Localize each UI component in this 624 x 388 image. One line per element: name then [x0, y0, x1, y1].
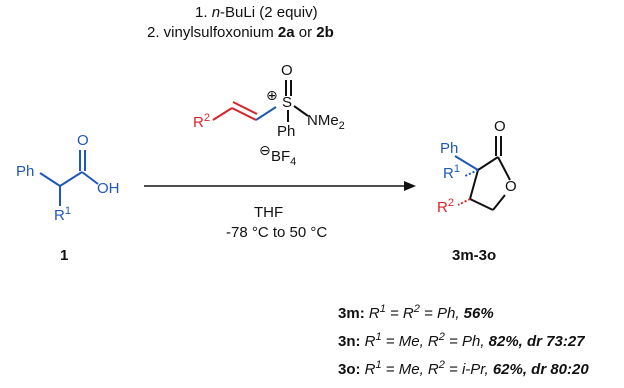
product-r2: R2 [437, 197, 454, 217]
reagent-r2-text: R [193, 114, 204, 131]
compound-label-1: 1 [60, 247, 69, 264]
condition-step-2: 2. vinylsulfoxonium 2a or 2b [147, 24, 334, 42]
result-rest: = Ph, [444, 333, 489, 350]
bond-ch2-c4 [469, 198, 494, 211]
product-ring-oxygen: O [505, 178, 517, 195]
bond-vinyl-double-a [231, 107, 257, 121]
product-carbonyl-oxygen: O [494, 118, 506, 135]
compound-label-3m-3o: 3m-3o [452, 247, 497, 264]
reagent-nme2-sub: 2 [338, 120, 345, 132]
bond-c4-r2 [457, 198, 471, 206]
bond-c-oh [81, 171, 99, 185]
reagent-oxygen: O [281, 62, 293, 79]
result-r-label: R [360, 361, 376, 378]
counterion-bf4-sub: 4 [290, 156, 297, 168]
sm-phenyl: Ph [16, 163, 35, 180]
result-id: 3n [338, 333, 356, 350]
result-r1-sup: 1 [375, 331, 382, 343]
result-rest: = i-Pr, [444, 361, 493, 378]
result-yield: 56% [463, 305, 494, 322]
condition-step-1-reagent: n [211, 4, 221, 21]
result-id: 3m [338, 305, 360, 322]
result-r-label: R [360, 333, 376, 350]
result-yield: 82%, dr 73:27 [488, 333, 585, 350]
result-id-suffix: : [359, 305, 365, 322]
result-yield: 62%, dr 80:20 [492, 361, 589, 378]
reagent-label-2a: 2a [277, 24, 295, 41]
bond-ph-ch [39, 172, 61, 187]
reagent-nme2: NMe2 [307, 112, 345, 132]
result-id: 3o [338, 361, 356, 378]
reaction-arrow [144, 181, 416, 191]
counterion-charge-minus: ⊖ [259, 142, 271, 158]
result-r2-sup: 2 [413, 303, 420, 315]
counterion-bf4-text: BF [271, 148, 291, 165]
sm-r1: R1 [54, 205, 71, 225]
temperature-label: -78 °C to 50 °C [226, 224, 328, 241]
result-r-label: R [364, 305, 380, 322]
result-eq: = Me, R [381, 361, 439, 378]
bond-ch-c [59, 171, 83, 187]
product-r1: R1 [443, 163, 460, 183]
reagent-r2-sup: 2 [203, 112, 210, 124]
sm-r1-text: R [54, 207, 65, 224]
bond-vinyl-s [255, 106, 277, 121]
reagent-sulfur: S [282, 94, 293, 111]
bond-c3-c2 [477, 156, 499, 171]
sm-carbonyl-oxygen: O [77, 132, 89, 149]
product-r2-text: R [437, 199, 448, 216]
bond-s-n [293, 105, 309, 117]
condition-step-1-prefix: 1. [195, 4, 212, 21]
result-r1-sup: 1 [379, 303, 386, 315]
product-r2-sup: 2 [447, 197, 454, 209]
reagent-label-2b: 2b [316, 24, 334, 41]
reagent-r2: R2 [193, 112, 210, 132]
sm-r1-sup: 1 [64, 205, 71, 217]
counterion-bf4: BF4 [271, 148, 297, 168]
result-eq: = Me, R [381, 333, 439, 350]
product-phenyl: Ph [440, 140, 459, 157]
bond-ph-c3 [454, 155, 479, 171]
result-r2-sup: 2 [438, 331, 445, 343]
product-r1-sup: 1 [453, 163, 460, 175]
reagent-phenyl: Ph [277, 123, 296, 140]
reagent-nme2-text: NMe [307, 112, 339, 129]
result-row-3m: 3m: R1 = R2 = Ph, 56% [338, 303, 494, 323]
product-bonds [454, 136, 511, 211]
result-row-3n: 3n: R1 = Me, R2 = Ph, 82%, dr 73:27 [338, 331, 585, 351]
solvent-label: THF [254, 204, 284, 221]
condition-step-2-prefix: 2. vinylsulfoxonium [147, 24, 278, 41]
result-r2-sup: 2 [438, 359, 445, 371]
sulfoxonium-charge-plus: ⊕ [266, 87, 278, 103]
bond-c2-oring [497, 156, 511, 181]
condition-step-1: 1. n-BuLi (2 equiv) [195, 4, 318, 22]
bond-r2-vinyl [212, 107, 233, 121]
bond-oring-ch2 [492, 194, 506, 211]
condition-step-1-rest: -BuLi (2 equiv) [220, 4, 318, 21]
reagent-bonds [212, 80, 309, 122]
result-row-3o: 3o: R1 = Me, R2 = i-Pr, 62%, dr 80:20 [338, 359, 589, 379]
result-id-suffix: : [355, 333, 361, 350]
result-rest: = Ph, [419, 305, 464, 322]
bond-vinyl-double-b [232, 101, 258, 115]
bond-c4-c3 [469, 169, 479, 200]
condition-step-2-or: or [294, 24, 317, 41]
product-r1-text: R [443, 165, 454, 182]
starting-material-bonds [39, 150, 99, 206]
sm-hydroxyl: OH [97, 180, 120, 197]
result-eq: = R [385, 305, 414, 322]
result-id-suffix: : [355, 361, 361, 378]
result-r1-sup: 1 [375, 359, 382, 371]
